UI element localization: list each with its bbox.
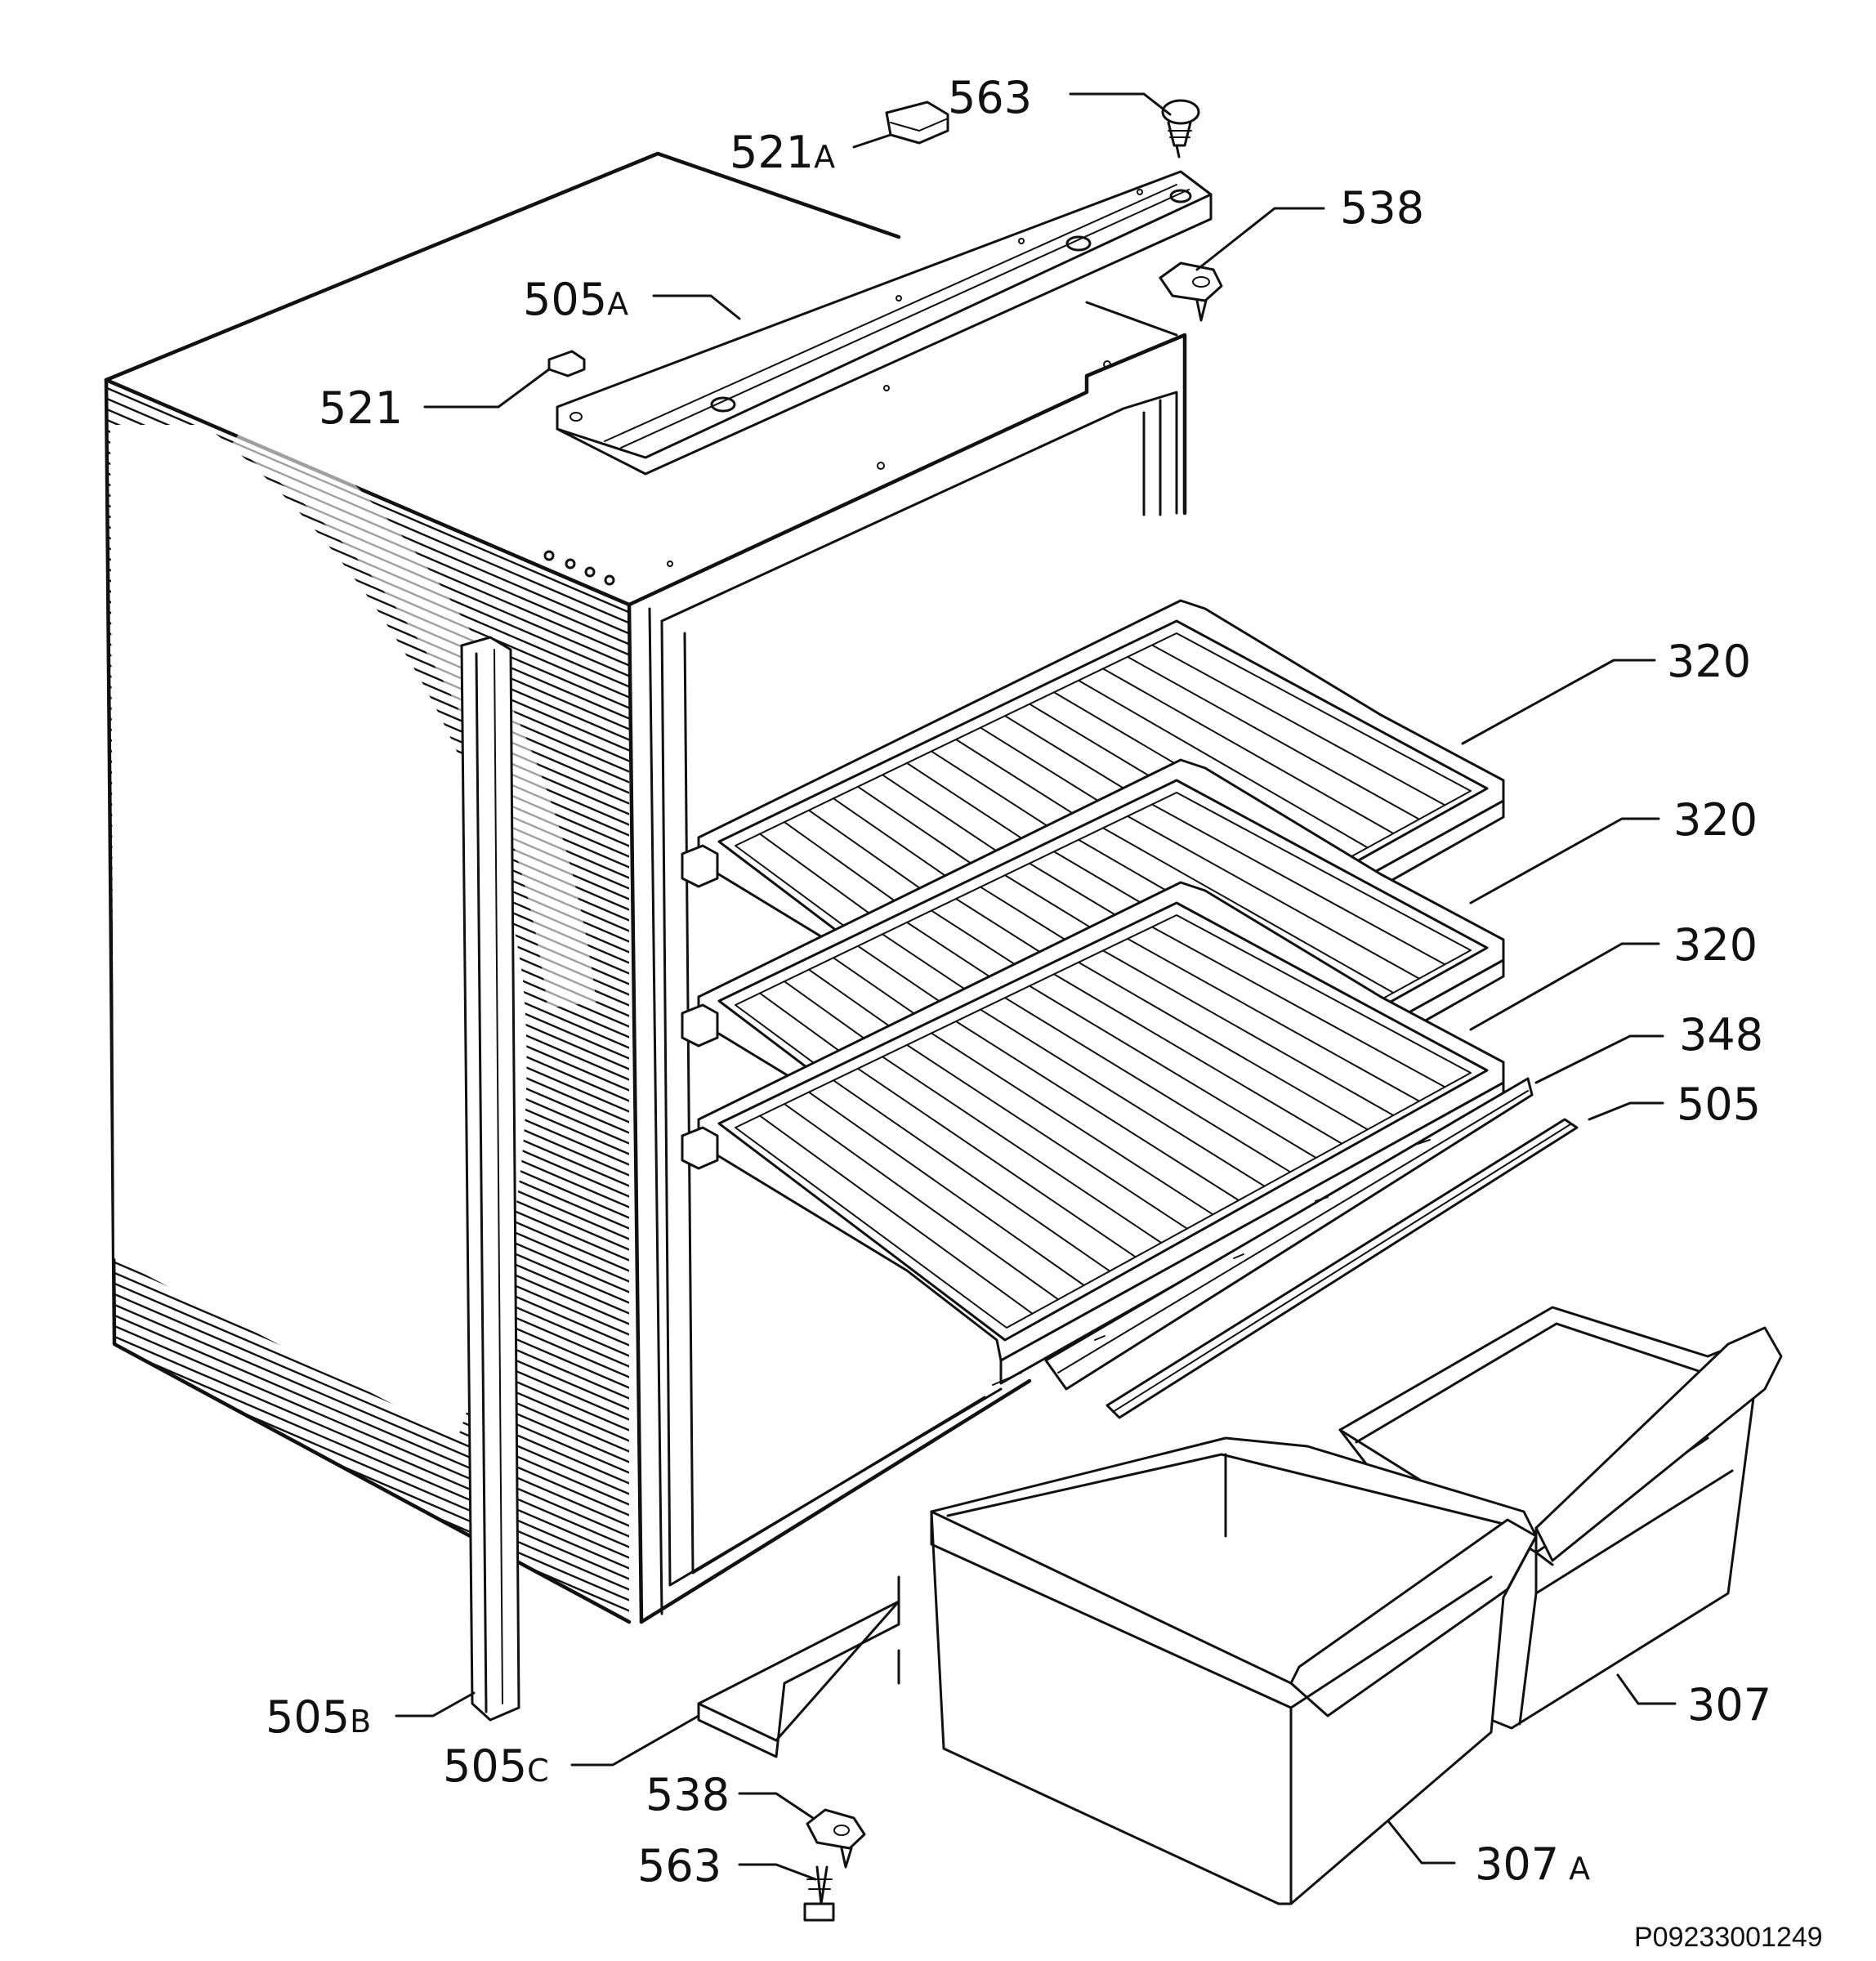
screw-563-top	[1161, 99, 1200, 159]
drawing-code: P09233001249	[1634, 1922, 1823, 1953]
hinge-pin-538-bottom	[806, 1808, 866, 1869]
label-505: 505	[1677, 1079, 1761, 1130]
bin-307A	[930, 1436, 1538, 1905]
seal-strip-505	[1106, 1118, 1579, 1419]
bottom-strip-505C	[697, 1575, 900, 1758]
wire-shelves-320	[681, 599, 1505, 1385]
shelf-3	[681, 881, 1505, 1385]
part-labels: 563 521A 538 505A 521 320 320 320 348 50…	[266, 72, 1823, 1953]
label-320-second: 320	[1673, 794, 1758, 846]
label-505C: 505C	[443, 1740, 549, 1792]
hinge-pin-538-top	[1159, 261, 1223, 322]
label-538-top: 538	[1340, 182, 1424, 234]
label-307: 307	[1687, 1679, 1771, 1731]
label-563-top: 563	[948, 72, 1032, 123]
label-521: 521	[319, 382, 403, 434]
cover-plate-348	[1044, 1077, 1534, 1391]
cap-521	[547, 350, 586, 377]
label-521A: 521A	[730, 127, 835, 178]
top-hinge-plate-505A	[556, 170, 1213, 476]
bin-307	[1338, 1306, 1783, 1730]
door-handle-505B	[460, 636, 520, 1722]
label-505A: 505A	[523, 274, 628, 325]
label-320-third: 320	[1673, 919, 1758, 971]
cap-521A	[885, 101, 949, 145]
leader-lines	[395, 92, 1677, 1881]
label-348: 348	[1679, 1009, 1763, 1061]
label-505B: 505B	[266, 1691, 371, 1743]
label-320-first: 320	[1667, 636, 1751, 687]
label-538-bottom: 538	[645, 1769, 730, 1820]
screw-563-bottom	[803, 1865, 835, 1922]
label-563-bottom: 563	[637, 1840, 721, 1892]
